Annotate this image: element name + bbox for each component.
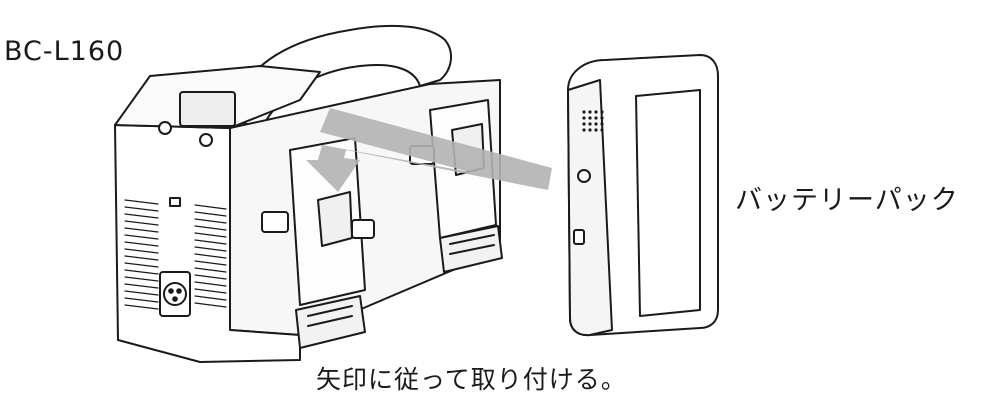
- charger-lcd-display: [179, 91, 236, 127]
- battery-pack-illustration: [567, 54, 719, 337]
- charger-button-left: [158, 121, 172, 135]
- charger-illustration: [114, 24, 503, 363]
- instruction-caption: 矢印に従って取り付ける。: [316, 365, 627, 394]
- charger-xlr-connector: [159, 271, 191, 317]
- charger-handle: [231, 24, 452, 129]
- battery-pack-front-panel: [635, 89, 701, 317]
- charger-vent-grille: [124, 199, 227, 310]
- charger-button-right: [199, 133, 213, 147]
- battery-pack-side: [567, 79, 613, 337]
- battery-pack-notch: [573, 229, 585, 245]
- battery-pack-label: バッテリーパック: [735, 185, 959, 216]
- charger-indicator: [169, 197, 181, 207]
- battery-pack-button: [577, 169, 591, 183]
- insert-arrow: [306, 108, 552, 192]
- model-name-label: BC-L160: [4, 36, 125, 67]
- battery-pack-vent: [582, 110, 604, 132]
